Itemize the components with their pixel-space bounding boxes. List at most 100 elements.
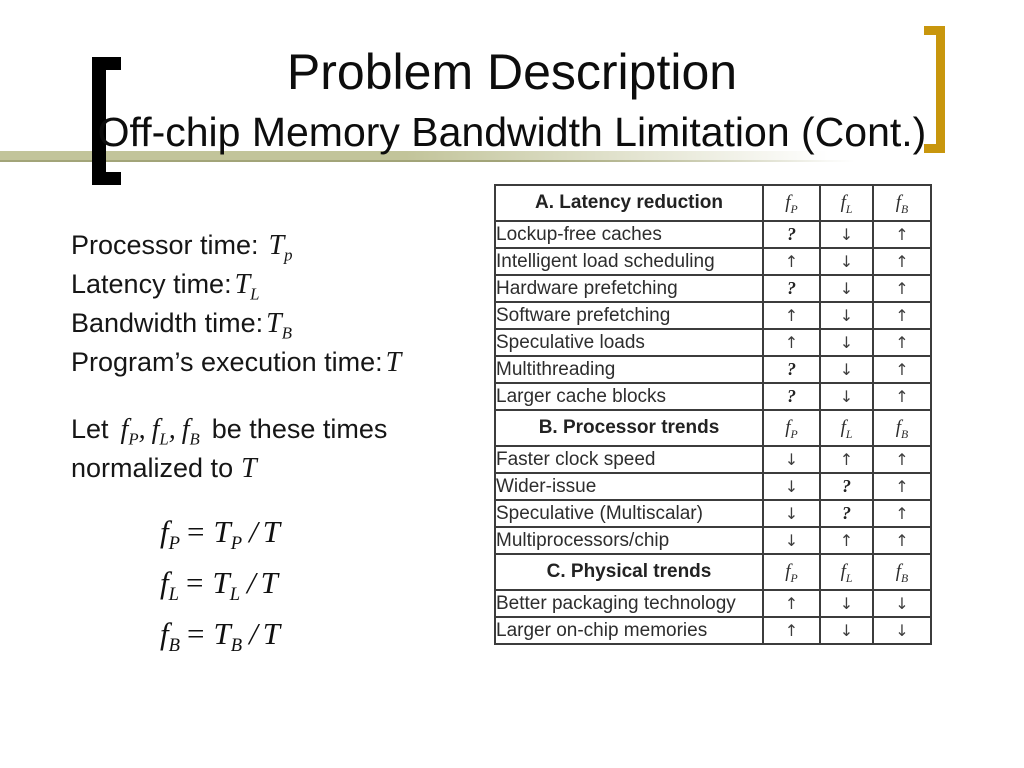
math-symbol: T bbox=[262, 514, 280, 549]
trend-cell: ? bbox=[762, 274, 821, 303]
trend-cell: ↑ bbox=[872, 382, 932, 411]
row-label: Multiprocessors/chip bbox=[494, 526, 764, 555]
trend-cell: ? bbox=[819, 499, 874, 528]
trend-cell: ↑ bbox=[819, 445, 874, 474]
divide-sign: / bbox=[249, 616, 258, 651]
trend-cell: ↑ bbox=[872, 499, 932, 528]
row-label: Lockup-free caches bbox=[494, 220, 764, 249]
trend-cell: ↓ bbox=[762, 445, 821, 474]
slide-title: Problem Description bbox=[286, 44, 738, 100]
trend-cell: ↑ bbox=[872, 301, 932, 330]
table-row: Faster clock speed ↓ ↑ ↑ bbox=[494, 445, 932, 474]
left-bracket-decoration bbox=[92, 57, 121, 185]
divider-rule bbox=[0, 151, 900, 162]
table-row: Larger cache blocks ? ↓ ↑ bbox=[494, 382, 932, 411]
math-symbol: T bbox=[260, 565, 278, 600]
column-header-fp: fP bbox=[762, 409, 821, 447]
row-label: Faster clock speed bbox=[494, 445, 764, 474]
column-header-fp: fP bbox=[762, 553, 821, 591]
trend-cell: ↑ bbox=[872, 526, 932, 555]
row-label: Intelligent load scheduling bbox=[494, 247, 764, 276]
trend-cell: ↓ bbox=[819, 220, 874, 249]
trend-cell: ↓ bbox=[872, 589, 932, 618]
trend-cell: ↓ bbox=[819, 274, 874, 303]
column-header-fp: fP bbox=[762, 184, 821, 222]
right-bracket-decoration bbox=[924, 26, 945, 153]
comma: , bbox=[168, 414, 176, 445]
let-prefix: Let bbox=[71, 414, 109, 444]
trend-cell: ↑ bbox=[762, 247, 821, 276]
section-header-row: C. Physical trends fP fL fB bbox=[494, 553, 932, 591]
let-suffix: be these times bbox=[211, 414, 388, 444]
math-symbol: fL bbox=[160, 565, 179, 606]
column-header-fl: fL bbox=[819, 553, 874, 591]
trend-cell: ↑ bbox=[872, 274, 932, 303]
trend-cell: ↑ bbox=[819, 526, 874, 555]
trend-cell: ↓ bbox=[819, 382, 874, 411]
equals-sign: = bbox=[185, 565, 204, 600]
trend-cell: ↓ bbox=[762, 526, 821, 555]
definition-label: Bandwidth time: bbox=[71, 308, 264, 338]
formulas-block: fP=TP/T fL=TL/T fB=TB/T bbox=[160, 506, 280, 659]
trend-cell: ↑ bbox=[872, 328, 932, 357]
section-title: A. Latency reduction bbox=[494, 184, 764, 222]
divide-sign: / bbox=[247, 565, 256, 600]
column-header-fl: fL bbox=[819, 409, 874, 447]
table-row: Hardware prefetching ? ↓ ↑ bbox=[494, 274, 932, 303]
trend-cell: ↑ bbox=[762, 589, 821, 618]
table-row: Better packaging technology ↑ ↓ ↓ bbox=[494, 589, 932, 618]
trend-cell: ? bbox=[762, 382, 821, 411]
trend-cell: ↓ bbox=[819, 589, 874, 618]
column-header-fb: fB bbox=[872, 553, 932, 591]
table-row: Lockup-free caches ? ↓ ↑ bbox=[494, 220, 932, 249]
row-label: Speculative (Multiscalar) bbox=[494, 499, 764, 528]
definition-label: Program’s execution time: bbox=[71, 347, 383, 377]
math-symbol: fB bbox=[160, 616, 180, 657]
trend-cell: ↓ bbox=[762, 499, 821, 528]
formula: fP=TP/T bbox=[160, 506, 280, 557]
slide-subtitle: Off-chip Memory Bandwidth Limitation (Co… bbox=[97, 109, 927, 155]
table-row: Larger on-chip memories ↑ ↓ ↓ bbox=[494, 616, 932, 645]
definition-label: Latency time: bbox=[71, 269, 232, 299]
divide-sign: / bbox=[249, 514, 258, 549]
row-label: Wider-issue bbox=[494, 472, 764, 501]
trend-cell: ↓ bbox=[819, 301, 874, 330]
trend-cell: ↓ bbox=[819, 616, 874, 645]
definition-line: Latency time:TL bbox=[71, 265, 401, 304]
trend-cell: ↓ bbox=[819, 247, 874, 276]
trend-cell: ↑ bbox=[872, 355, 932, 384]
row-label: Hardware prefetching bbox=[494, 274, 764, 303]
section-header-row: B. Processor trends fP fL fB bbox=[494, 409, 932, 447]
definition-line: Program’s execution time:T bbox=[71, 343, 401, 382]
table-row: Multithreading ? ↓ ↑ bbox=[494, 355, 932, 384]
math-symbol: TB bbox=[213, 616, 243, 657]
column-header-fl: fL bbox=[819, 184, 874, 222]
math-symbol: fL bbox=[151, 414, 169, 449]
math-symbol: TP bbox=[213, 514, 243, 555]
math-symbol: fB bbox=[181, 414, 200, 449]
table-row: Multiprocessors/chip ↓ ↑ ↑ bbox=[494, 526, 932, 555]
trend-cell: ? bbox=[762, 355, 821, 384]
formula: fB=TB/T bbox=[160, 608, 280, 659]
table-row: Software prefetching ↑ ↓ ↑ bbox=[494, 301, 932, 330]
definition-line: Processor time:Tp bbox=[71, 226, 401, 265]
trend-cell: ↑ bbox=[872, 220, 932, 249]
trend-table: A. Latency reduction fP fL fB Lockup-fre… bbox=[494, 184, 932, 645]
let-line2-text: normalized to bbox=[71, 453, 234, 483]
trend-cell: ↑ bbox=[762, 301, 821, 330]
section-header-row: A. Latency reduction fP fL fB bbox=[494, 184, 932, 222]
trend-cell: ? bbox=[762, 220, 821, 249]
definition-label: Processor time: bbox=[71, 230, 259, 260]
trend-cell: ↑ bbox=[872, 472, 932, 501]
equals-sign: = bbox=[186, 514, 205, 549]
trend-cell: ↑ bbox=[762, 328, 821, 357]
math-symbol: T bbox=[241, 453, 257, 484]
section-title: B. Processor trends bbox=[494, 409, 764, 447]
row-label: Software prefetching bbox=[494, 301, 764, 330]
trend-cell: ↓ bbox=[762, 472, 821, 501]
trend-cell: ? bbox=[819, 472, 874, 501]
